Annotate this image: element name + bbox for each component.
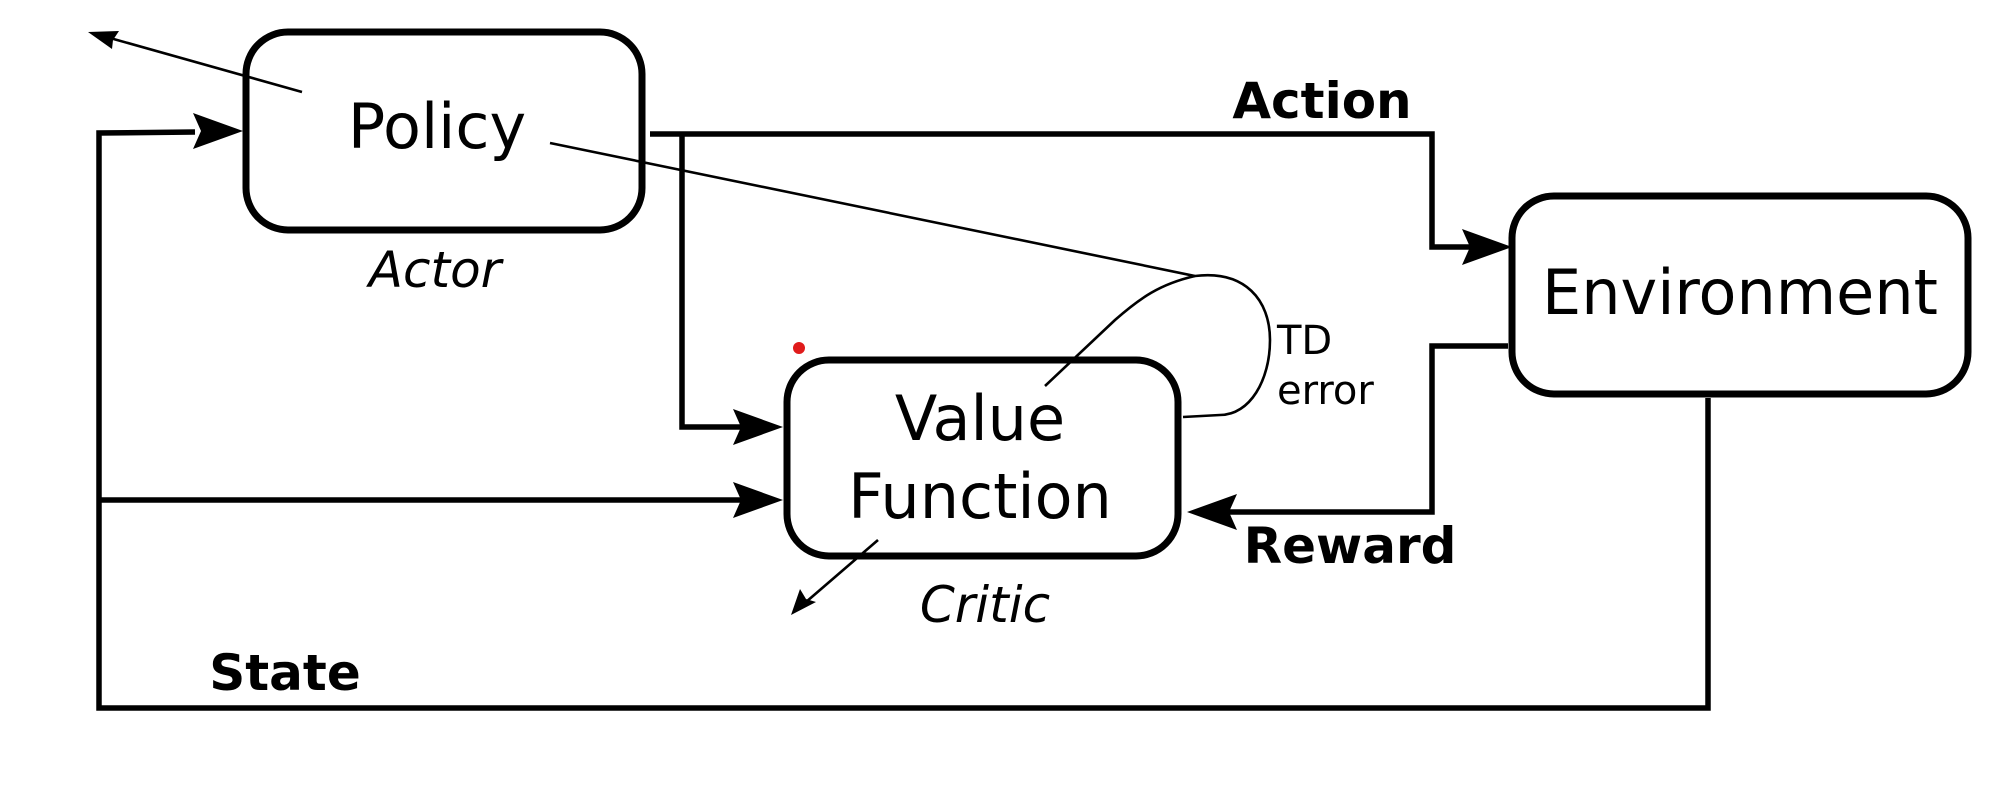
policy-box [242,28,646,234]
policy-node: Policy [242,28,646,234]
critic-label: Critic [920,576,1050,634]
critic-update-line [805,539,879,603]
value-function-label-line2: Function [848,460,1112,533]
state-connector [96,129,1711,711]
environment-label: Environment [1542,256,1938,329]
state-to-actor-arrowhead [193,113,243,149]
state-label: State [209,644,360,702]
actor-update-line [109,36,303,94]
policy-to-critic-connector [679,134,745,430]
actor-label: Actor [366,241,505,299]
value-function-box [783,356,1182,560]
td-error-loop [549,141,1272,419]
reward-arrowhead [1187,494,1237,530]
state-to-critic-arrowhead [733,482,783,518]
action-connector [650,131,1475,250]
environment-box [1508,192,1972,398]
policy-label: Policy [348,90,526,163]
reward-connector [1225,343,1508,515]
policy-to-critic-arrowhead [733,409,783,445]
red-marker-dot [793,342,805,354]
action-arrowhead [1462,229,1512,265]
action-label: Action [1232,72,1411,130]
value-function-node: Value Function [783,356,1182,560]
td-error-label-line2: error [1277,368,1374,414]
td-error-label-line1: TD [1276,318,1332,364]
reward-label: Reward [1244,517,1457,575]
environment-node: Environment [1508,192,1972,398]
td-error-to-critic-line [1044,274,1196,387]
value-function-label-line1: Value [895,382,1065,455]
critic-update-arrowhead [791,589,816,615]
actor-update-arrowhead [88,31,119,49]
